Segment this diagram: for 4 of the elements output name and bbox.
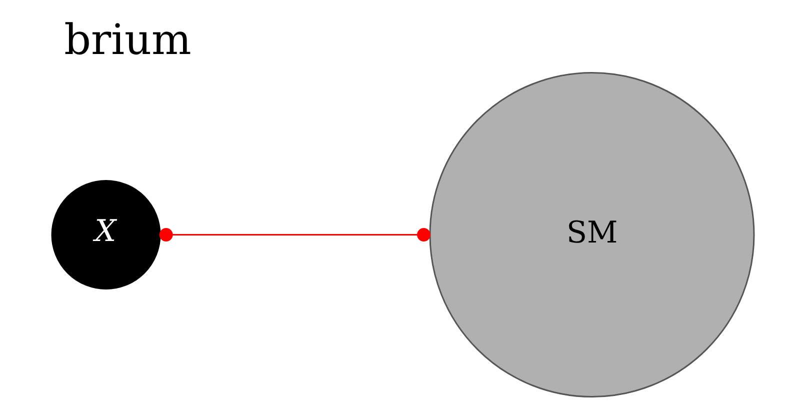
node-circle: X	[51, 180, 161, 290]
node-circle: SM	[429, 72, 755, 398]
connector	[159, 228, 430, 242]
diagram-title: brium	[64, 14, 192, 64]
